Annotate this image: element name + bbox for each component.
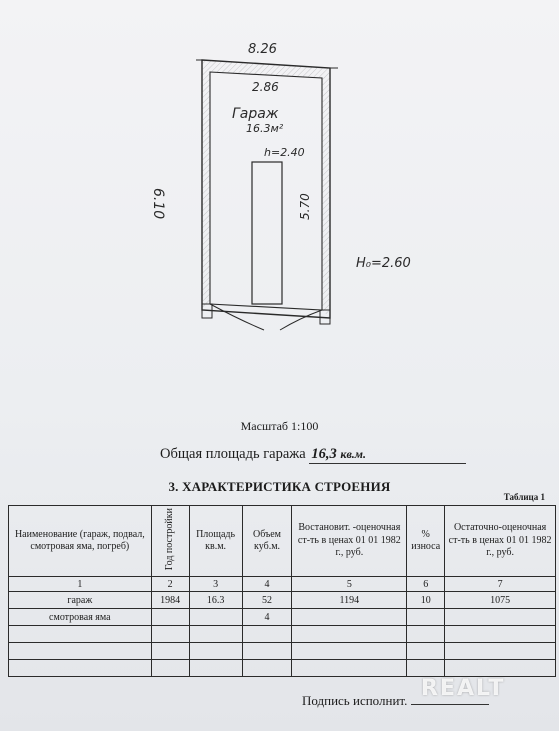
table-cell: смотровая яма [8,608,152,626]
table-cell [188,659,243,677]
total-area-unit: кв.м. [340,447,367,461]
header-volume: Объем куб.м. [241,505,293,577]
outer-width-dimension: 8.26 [248,42,277,57]
table-cell [406,659,446,677]
table-cell [188,625,243,643]
table-cell [150,608,190,626]
table-cell [406,625,446,643]
table-cell [406,608,446,626]
table-cell: гараж [8,591,152,609]
table-cell: 1194 [291,591,408,609]
total-area-label: Общая площадь гаража [160,446,306,462]
table-cell [188,608,243,626]
inspection-pit [251,161,283,305]
floor-plan: 8.26 2.86 Гараж 16.3м² h=2.40 6.10 5.70 … [150,38,440,338]
table-cell [241,625,293,643]
table-cell: 52 [241,591,293,609]
table-cell [150,659,190,677]
outer-height-dimension: H₀=2.60 [356,256,411,271]
table-cell [291,659,408,677]
col-number: 3 [188,576,243,592]
signature-blank [410,704,489,705]
header-wear: % износа [406,505,446,577]
table-cell [444,659,556,677]
characteristics-table: Наименование (гараж, подвал, смотровая я… [8,505,556,677]
floor-plan-drawing [196,59,338,331]
table-header-row: Наименование (гараж, подвал, смотровая я… [8,505,556,577]
signature-line: Подпись исполнит. [302,693,489,709]
table-cell: 10 [406,591,446,609]
table-row [8,625,556,643]
table-cell: 1075 [444,591,556,609]
total-area-number: 16,3 [311,446,337,462]
room-height: h=2.40 [264,146,305,159]
table-cell [291,642,408,660]
col-number: 2 [150,576,190,592]
total-area-line: Общая площадь гаража 16,3 кв.м. [160,446,467,464]
col-number: 6 [406,576,446,592]
table-row: гараж 1984 16.3 52 1194 10 1075 [8,591,556,609]
table-row [8,659,556,677]
signature-label: Подпись исполнит. [302,693,408,708]
table-cell: 16.3 [188,591,243,609]
table-cell [444,608,556,626]
table-number-row: 1 2 3 4 5 6 7 [8,576,556,592]
table-row [8,642,556,660]
room-area: 16.3м² [246,122,284,135]
table-row: смотровая яма 4 [8,608,556,626]
table-cell [8,625,152,643]
header-restoration-cost: Востановит. -оценочная ст-ть в ценах 01 … [291,505,408,577]
col-number: 1 [8,576,152,592]
table-cell [150,625,190,643]
table-label: Таблица 1 [503,492,545,502]
outer-wall [201,59,331,319]
watermark-logo: REALT [421,676,506,701]
table-cell [8,642,152,660]
outer-length-dimension: 6.10 [150,188,166,220]
table-cell: 1984 [150,591,190,609]
scale-label: Масштаб 1:100 [240,419,319,433]
header-residual-cost: Остаточно-оценочная ст-ть в ценах 01 01 … [444,505,556,577]
table-cell [241,659,293,677]
inner-width-dimension: 2.86 [252,80,279,94]
table-cell [188,642,243,660]
table-cell [291,625,408,643]
table-cell [241,642,293,660]
table-cell: 4 [241,608,293,626]
section-title: 3. ХАРАКТЕРИСТИКА СТРОЕНИЯ [168,479,391,494]
header-name: Наименование (гараж, подвал, смотровая я… [8,505,152,577]
room-name: Гараж [232,106,279,122]
col-number: 7 [444,576,556,592]
table-cell [8,659,152,677]
col-number: 4 [241,576,293,592]
header-area: Площадь кв.м. [188,505,243,577]
table-cell [406,642,446,660]
table-cell [291,608,408,626]
table-cell [150,642,190,660]
total-area-value: 16,3 кв.м. [309,446,467,464]
col-number: 5 [291,576,408,592]
table-cell [444,625,556,643]
table-cell [444,642,556,660]
header-year: Год постройки [150,505,190,577]
inner-length-dimension: 5.70 [298,193,312,220]
